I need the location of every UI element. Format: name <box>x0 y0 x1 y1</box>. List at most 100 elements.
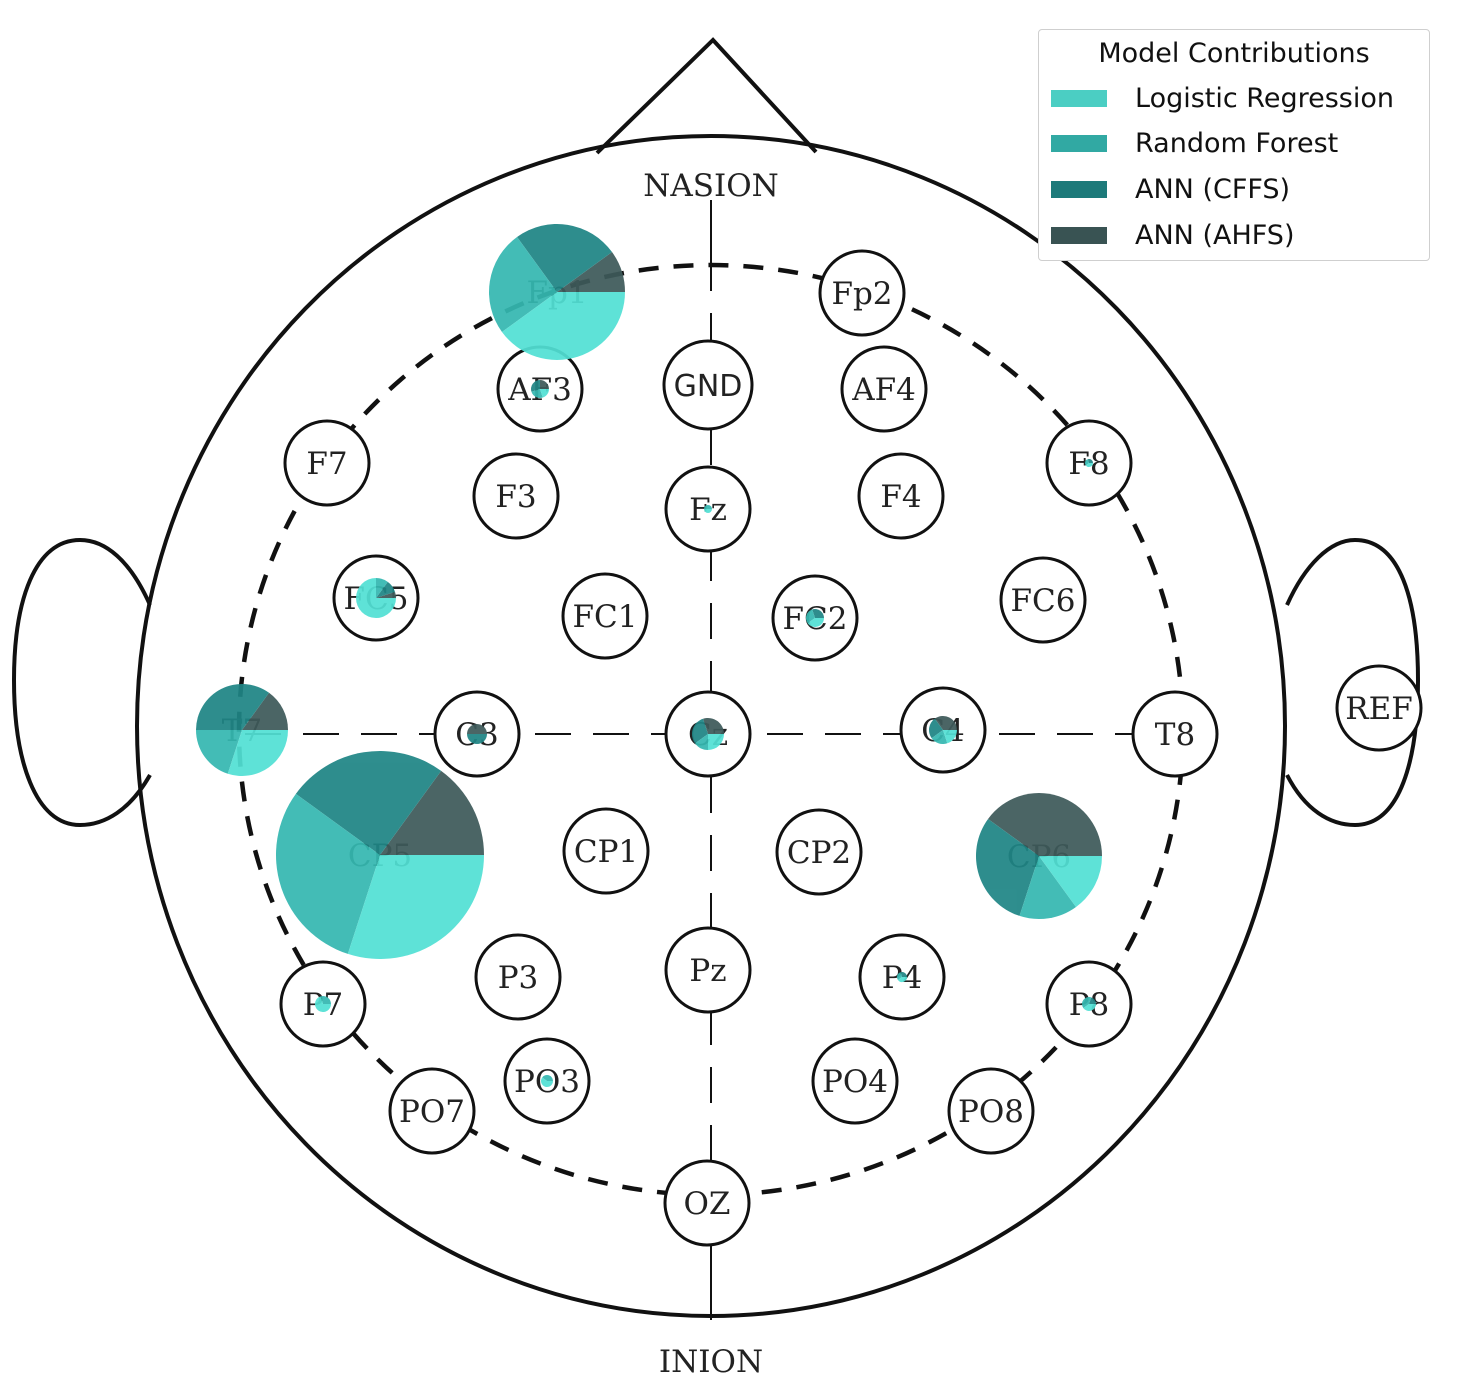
pie-slice-af3-logistic-regression <box>540 389 549 398</box>
pie-slice-p4-random-forest <box>896 972 902 980</box>
electrode-label-po4: PO4 <box>822 1064 888 1100</box>
nose <box>595 37 818 155</box>
legend-label: ANN (AHFS) <box>1135 219 1295 251</box>
pie-slice-fc5-random-forest <box>376 578 388 598</box>
legend-item-logistic-regression: Logistic Regression <box>1051 78 1394 118</box>
electrode-label-gnd: GND <box>674 369 743 404</box>
pie-slice-cp5-random-forest <box>275 793 380 954</box>
pie-slice-cp6-ann-ahfs <box>988 792 1102 856</box>
contribution-pie-po3 <box>541 1075 553 1088</box>
pie-slice-af3-random-forest <box>531 389 543 399</box>
electrode-label-pz: Pz <box>689 953 726 989</box>
electrode-ring-f3 <box>472 452 560 540</box>
contribution-pie-af3 <box>530 380 549 399</box>
electrode-ring-p3 <box>474 933 562 1021</box>
legend-swatch <box>1051 226 1107 244</box>
electrode-ring-cp1 <box>562 807 650 895</box>
electrode-label-po7: PO7 <box>399 1094 465 1130</box>
pie-slice-fp1-logistic-regression <box>501 292 625 360</box>
electrode-ring-f7 <box>283 419 371 507</box>
legend-item-random-forest: Random Forest <box>1051 123 1338 163</box>
pie-slice-cz-logistic-regression <box>708 734 724 750</box>
legend-swatch <box>1051 134 1107 152</box>
contribution-pies <box>196 224 1102 1088</box>
pie-slice-c3-ann-ahfs <box>467 724 487 734</box>
contribution-pie-c3 <box>467 724 487 744</box>
electrode-label-fp2: Fp2 <box>831 276 892 312</box>
contribution-pie-cp6 <box>975 792 1102 920</box>
electrode-layer: Fp1Fp2GNDAF3AF4F7F3FzF4F8FC5FC1FC2FC6T7C… <box>222 249 1423 1247</box>
contribution-pie-fc5 <box>356 578 396 618</box>
electrode-ring-po7 <box>388 1067 476 1155</box>
pie-slice-cz-ann-ahfs <box>703 717 724 734</box>
pie-slice-cp6-random-forest <box>1019 856 1077 920</box>
pie-slice-cz-random-forest <box>695 734 708 750</box>
nasion-label: NASION <box>643 168 779 204</box>
left-ear <box>11 537 152 828</box>
electrode-label-fc6: FC6 <box>1011 583 1076 619</box>
pie-slice-fz-logistic-regression <box>704 509 712 513</box>
electrode-label-t8: T8 <box>1155 717 1195 753</box>
pie-slice-p4-logistic-regression <box>897 977 908 983</box>
electrode-ring-oz <box>663 1159 751 1247</box>
contribution-pie-t7 <box>196 684 288 776</box>
inion-label: INION <box>659 1344 763 1380</box>
pie-slice-f8-ann-cffs <box>1087 459 1093 463</box>
electrode-label-f3: F3 <box>495 479 536 515</box>
legend: Model Contributions Logistic Regression … <box>1038 29 1430 261</box>
pie-slice-p8-random-forest <box>1082 997 1092 1009</box>
pie-slice-cp5-ann-ahfs <box>380 770 485 855</box>
pie-slice-cp6-ann-cffs <box>975 818 1039 916</box>
electrode-ring-f4 <box>857 452 945 540</box>
pie-slice-fp1-random-forest <box>489 236 557 332</box>
pie-slice-po3-logistic-regression <box>541 1077 553 1088</box>
contribution-pie-cz <box>692 717 724 750</box>
pie-slice-fc2-random-forest <box>806 609 815 624</box>
pie-slice-f8-logistic-regression <box>1085 463 1093 468</box>
pie-slice-fc5-ann-ahfs <box>376 591 396 598</box>
pie-slice-c4-random-forest <box>931 730 948 744</box>
pie-slice-fp1-ann-cffs <box>517 224 613 292</box>
legend-swatch <box>1051 180 1107 198</box>
electrode-label-cp2: CP2 <box>787 835 851 871</box>
contribution-pie-cp5 <box>275 750 485 960</box>
pie-slice-fp1-ann-ahfs <box>557 252 625 292</box>
pie-slice-fz-random-forest <box>704 505 712 509</box>
electrode-ring-po4 <box>811 1037 899 1125</box>
electrode-ring-gnd <box>662 339 754 431</box>
electrode-ring-cp2 <box>775 808 863 896</box>
legend-label: Random Forest <box>1135 127 1339 159</box>
right-ear <box>1285 537 1421 828</box>
electrode-label-f7: F7 <box>306 446 347 482</box>
electrode-ring-fc1 <box>561 572 649 660</box>
legend-item-ann-ahfs: ANN (AHFS) <box>1051 215 1294 255</box>
electrode-ring-fc6 <box>999 556 1087 644</box>
electrode-label-cp1: CP1 <box>574 834 638 870</box>
pie-slice-fc2-logistic-regression <box>807 618 824 627</box>
electrode-label-po8: PO8 <box>958 1094 1024 1130</box>
pie-slice-t7-logistic-regression <box>227 730 288 776</box>
legend-swatch <box>1051 89 1107 107</box>
contribution-pie-fp1 <box>489 224 625 360</box>
pie-slice-t7-ann-cffs <box>196 684 270 730</box>
electrode-ring-ref <box>1335 664 1423 752</box>
pie-slice-t7-random-forest <box>196 730 242 774</box>
legend-title: Model Contributions <box>1098 38 1370 69</box>
pie-slice-af3-ann-cffs <box>530 380 540 392</box>
electrode-label-f4: F4 <box>880 479 921 515</box>
pie-slice-p8-ann-cffs <box>1089 997 1096 1004</box>
pie-slice-fc5-ann-cffs <box>376 581 396 598</box>
legend-label: Logistic Regression <box>1135 82 1394 114</box>
electrode-ring-t8 <box>1131 690 1219 778</box>
pie-slice-cp5-ann-cffs <box>295 750 442 855</box>
contribution-pie-p4 <box>896 971 908 983</box>
pie-slice-p8-logistic-regression <box>1083 1004 1096 1011</box>
pie-slice-c4-ann-ahfs <box>934 715 957 730</box>
pie-slice-cz-ann-cffs <box>692 718 708 744</box>
pie-slice-fc2-ann-cffs <box>812 608 824 618</box>
electrode-label-af4: AF4 <box>851 372 916 408</box>
electrode-ring-pz <box>664 926 752 1014</box>
electrode-ring-af4 <box>840 345 928 433</box>
legend-item-ann-cffs: ANN (CFFS) <box>1051 169 1290 209</box>
